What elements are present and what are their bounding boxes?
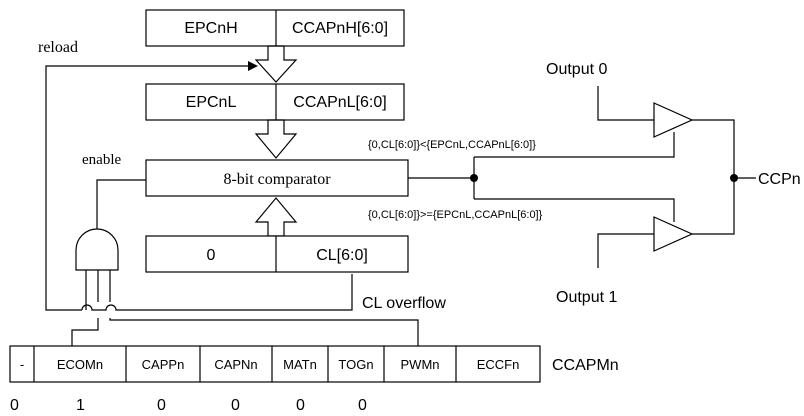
epcnh-label: EPCnH <box>184 20 237 37</box>
cl-overflow-line <box>81 274 353 311</box>
bit-cappn: CAPPn <box>142 357 185 372</box>
register-high: EPCnH CCAPnH[6:0] <box>145 9 405 47</box>
split-junction <box>470 174 478 182</box>
bit-capnn: CAPNn <box>214 357 257 372</box>
bit-ecomn: ECOMn <box>57 357 103 372</box>
bit-value-0: 0 <box>10 397 19 414</box>
counter-arrow <box>254 197 298 237</box>
output1-input <box>597 233 654 268</box>
cl-label: CL[6:0] <box>316 247 368 264</box>
compare-value-arrow <box>254 119 298 159</box>
bit-reserved: - <box>20 357 24 372</box>
reload-label: reload <box>38 39 78 56</box>
ccpn-junction <box>730 174 738 182</box>
register-low: EPCnL CCAPnL[6:0] <box>145 83 405 121</box>
bit-togn: TOGn <box>338 357 373 372</box>
ccapmn-label: CCAPMn <box>552 357 619 374</box>
bit-pwmn: PWMn <box>401 357 440 372</box>
and-gate-output <box>96 179 146 229</box>
bit-eccfn: ECCFn <box>477 357 520 372</box>
enable-label: enable <box>82 152 121 168</box>
and-gate <box>75 228 119 271</box>
bit-value-2: 0 <box>157 397 166 414</box>
reload-arrowhead <box>248 61 258 71</box>
lower-path <box>474 198 675 222</box>
cl-overflow-label: CL overflow <box>362 295 446 312</box>
reload-line <box>45 65 248 311</box>
bit-value-1: 1 <box>76 397 85 414</box>
ccapmn-register: - ECOMn CAPPn CAPNn MATn TOGn PWMn ECCFn <box>9 345 541 383</box>
comparator-label: 8-bit comparator <box>223 171 331 188</box>
register-counter: 0 CL[6:0] <box>145 235 409 273</box>
output0-input <box>597 86 654 121</box>
condition-ge-label: {0,CL[6:0]}>={EPCnL,CCAPnL[6:0]} <box>368 209 543 221</box>
bit-value-3: 0 <box>231 397 240 414</box>
counter-high-label: 0 <box>207 247 216 264</box>
output1-label: Output 1 <box>556 289 617 306</box>
buffer-1 <box>653 216 694 252</box>
and-input-pwm <box>109 270 419 346</box>
buffer-0 <box>653 102 694 138</box>
and-input-ecom <box>71 270 99 346</box>
comparator-output-wire <box>408 157 475 199</box>
ccpn-bus <box>692 119 756 235</box>
comparator: 8-bit comparator <box>145 159 409 197</box>
upper-path <box>474 132 675 158</box>
bit-value-4: 0 <box>296 397 305 414</box>
reload-arrow <box>254 45 298 83</box>
bit-matn: MATn <box>283 357 317 372</box>
bit-value-5: 0 <box>358 397 367 414</box>
output0-label: Output 0 <box>546 61 607 78</box>
ccpn-label: CCPn <box>758 171 801 188</box>
condition-less-label: {0,CL[6:0]}<{EPCnL,CCAPnL[6:0]} <box>368 139 536 151</box>
epcnl-label: EPCnL <box>186 94 237 111</box>
ccapnl-label: CCAPnL[6:0] <box>293 94 386 111</box>
ccapnh-label: CCAPnH[6:0] <box>292 20 388 37</box>
